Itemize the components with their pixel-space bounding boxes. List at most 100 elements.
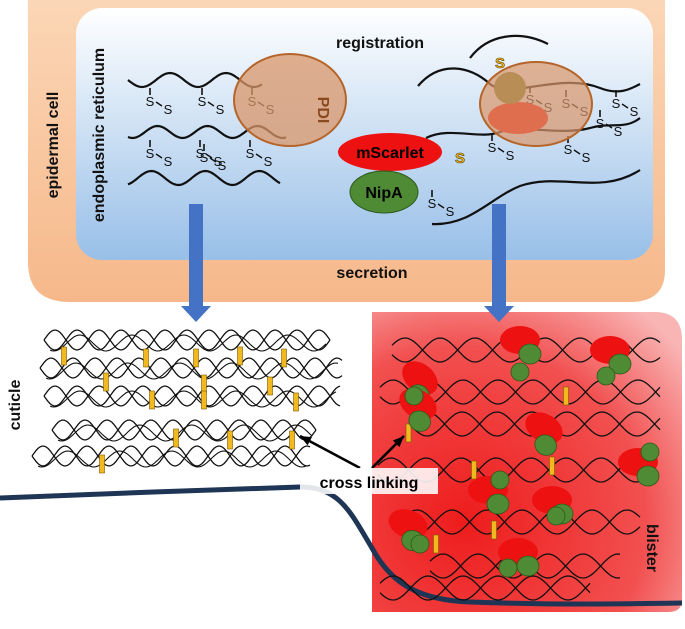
nipa-bead bbox=[596, 366, 616, 386]
sulfur-label: S bbox=[146, 94, 155, 109]
nipa-domain bbox=[518, 343, 542, 365]
sulfur-label: S bbox=[196, 146, 205, 161]
sulfur-label: S bbox=[506, 148, 515, 163]
nipa-label: NipA bbox=[365, 185, 403, 202]
collagen-chain bbox=[403, 509, 641, 535]
nipa-bead bbox=[498, 558, 518, 578]
nipa-domain bbox=[534, 434, 557, 456]
nipa-bead bbox=[404, 386, 424, 406]
sulfur-label: S bbox=[264, 154, 273, 169]
mscarlet-nipa-fusion bbox=[525, 412, 563, 456]
cross-linking-label-box bbox=[300, 468, 438, 494]
sulfur-label: S bbox=[246, 146, 255, 161]
mscarlet-nipa-fusion bbox=[590, 336, 632, 375]
secretion-arrow-head bbox=[484, 306, 514, 322]
registration-label: registration bbox=[336, 35, 424, 52]
nipa-domain bbox=[408, 410, 431, 432]
collagen-chain bbox=[127, 169, 281, 187]
collagen-chain bbox=[377, 457, 641, 483]
crosslink-bar bbox=[281, 348, 287, 368]
crosslink-bar bbox=[237, 346, 243, 366]
nipa-protein bbox=[349, 170, 419, 214]
bond-dash bbox=[573, 149, 581, 155]
nipa-domain bbox=[486, 493, 510, 515]
crosslink-bar bbox=[471, 460, 477, 480]
nipa-bead bbox=[510, 362, 530, 382]
collagen-chain bbox=[45, 362, 339, 380]
collagen-chain bbox=[379, 575, 591, 601]
cross-linking-label: cross linking bbox=[320, 475, 419, 492]
cross-linking-pointer-head bbox=[392, 436, 404, 448]
crosslink-bar bbox=[201, 390, 207, 410]
collagen-chain bbox=[39, 357, 343, 379]
crosslink-bar bbox=[293, 392, 299, 412]
bond-dash bbox=[437, 203, 445, 209]
nipa-domain bbox=[608, 353, 632, 375]
fusion-proteins bbox=[299, 326, 660, 578]
sulfur-label: S bbox=[488, 140, 497, 155]
secretion-arrow-shaft bbox=[189, 204, 203, 308]
nipa-domain bbox=[516, 555, 540, 577]
mscarlet-protein bbox=[338, 133, 442, 171]
sulfur-label: S bbox=[214, 154, 223, 169]
collagen-chain bbox=[431, 169, 641, 226]
collagen-chain bbox=[31, 445, 311, 467]
collagen-chain bbox=[469, 34, 549, 59]
collagen-chain bbox=[49, 334, 327, 352]
bond-dash bbox=[255, 153, 263, 159]
pdi-label: PDI bbox=[314, 97, 331, 124]
crosslink-bar bbox=[289, 430, 295, 450]
mscarlet-domain bbox=[388, 509, 428, 539]
crosslink-bar bbox=[99, 454, 105, 474]
cross-linking-pointer-head bbox=[300, 436, 312, 446]
bond-dash bbox=[205, 153, 213, 159]
crosslink-bar bbox=[491, 520, 497, 540]
bond-dash bbox=[621, 103, 629, 109]
endoplasmic-reticulum-label: endoplasmic reticulum bbox=[91, 48, 108, 222]
sulfur-label: S bbox=[216, 102, 225, 117]
pdi-enzyme-left bbox=[233, 53, 347, 147]
sulfur-label: S bbox=[612, 96, 621, 111]
bond-dash bbox=[207, 101, 215, 107]
sulfur-label: S bbox=[446, 204, 455, 219]
mscarlet-nipa-fusion bbox=[500, 326, 542, 365]
mscarlet-domain bbox=[402, 361, 438, 395]
crosslink-bar bbox=[405, 423, 412, 443]
collagen-chain bbox=[403, 509, 641, 535]
sulfur-tag: S bbox=[455, 150, 465, 167]
crosslink-bar bbox=[227, 430, 233, 450]
bond-dash bbox=[155, 101, 163, 107]
crosslink-bar bbox=[103, 372, 109, 392]
cross-linking-pointer bbox=[299, 434, 361, 470]
pdi-enzyme-right bbox=[479, 61, 593, 147]
crosslink-bar bbox=[201, 374, 207, 394]
crosslink-bar bbox=[61, 346, 67, 366]
sulfur-label: S bbox=[218, 158, 227, 173]
sulfur-label: S bbox=[596, 116, 605, 131]
epidermal-cell-label: epidermal cell bbox=[45, 92, 62, 199]
collagen-chain bbox=[379, 575, 591, 601]
sulfur-tag: S bbox=[495, 55, 505, 72]
collagen-chain bbox=[43, 329, 331, 351]
sulfur-label: S bbox=[200, 150, 209, 165]
secretion-label: secretion bbox=[336, 265, 407, 282]
crosslinks bbox=[61, 346, 569, 554]
collagen-chain bbox=[57, 424, 313, 442]
bond-dash bbox=[605, 123, 613, 129]
collagen-chain bbox=[51, 419, 317, 441]
collagen-chains bbox=[31, 34, 661, 601]
bond-dash bbox=[209, 157, 217, 163]
sulfur-label: S bbox=[428, 196, 437, 211]
secretion-arrow-head bbox=[181, 306, 211, 322]
sulfur-label: S bbox=[614, 124, 623, 139]
cuticle-label: cuticle bbox=[7, 380, 24, 431]
nipa-bead bbox=[490, 470, 510, 490]
crosslink-bar bbox=[267, 376, 273, 396]
bond-dash bbox=[155, 153, 163, 159]
nipa-domain bbox=[636, 465, 660, 487]
crosslink-bar bbox=[143, 348, 149, 368]
sulfur-label: S bbox=[198, 94, 207, 109]
sulfur-label: S bbox=[582, 150, 591, 165]
